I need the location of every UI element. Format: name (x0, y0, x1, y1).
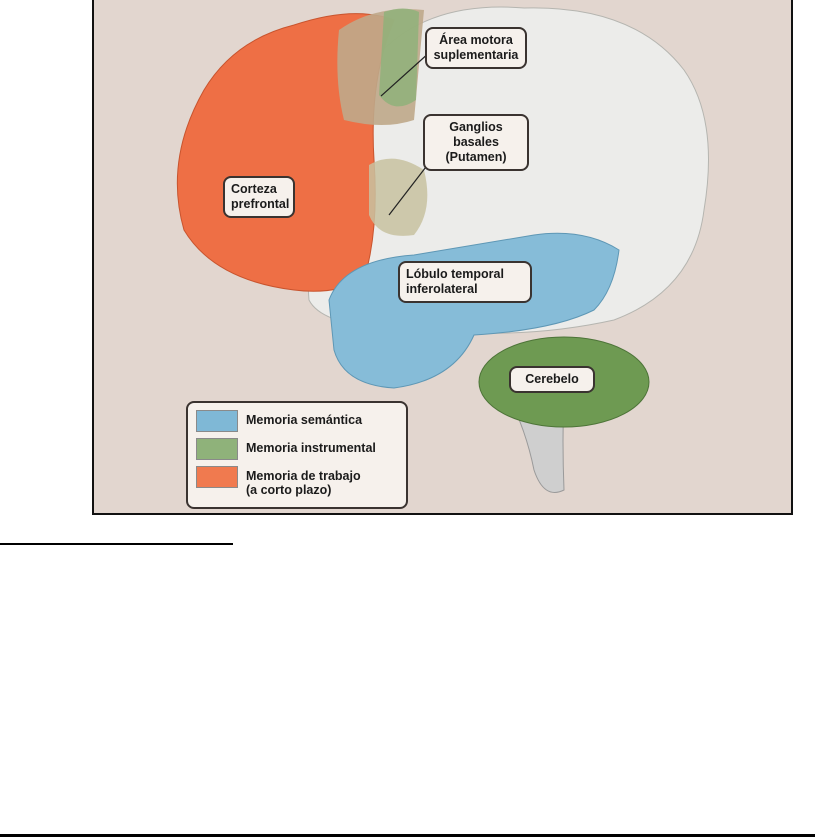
label-basal-ganglia: Ganglios basales (Putamen) (423, 114, 529, 171)
legend-swatch-orange (196, 466, 238, 488)
brain-memory-figure: Área motora suplementaria Ganglios basal… (92, 0, 793, 515)
legend-label-line: (a corto plazo) (246, 483, 332, 497)
label-line: (Putamen) (445, 150, 507, 164)
label-line: Área motora (439, 33, 513, 47)
legend-swatch-green (196, 438, 238, 460)
page-bottom-rule (0, 834, 815, 837)
label-temporal-lobe: Lóbulo temporal inferolateral (398, 261, 532, 303)
legend-item-semantic: Memoria semántica (196, 410, 362, 432)
supplementary-motor-green (379, 8, 419, 107)
pointer-line-motor (380, 51, 431, 97)
legend-label-line: Memoria de trabajo (246, 469, 361, 483)
legend-swatch-blue (196, 410, 238, 432)
label-cerebellum: Cerebelo (509, 366, 595, 393)
label-line: suplementaria (433, 48, 519, 62)
label-supplementary-motor-area: Área motora suplementaria (425, 27, 527, 69)
basal-ganglia-region (369, 158, 428, 236)
label-line: Cerebelo (525, 372, 579, 386)
footnote-separator (0, 543, 233, 545)
legend-item-instrumental: Memoria instrumental (196, 438, 376, 460)
label-line: Ganglios basales (449, 120, 503, 149)
label-line: inferolateral (406, 282, 478, 296)
legend-label: Memoria semántica (246, 413, 363, 427)
label-prefrontal-cortex: Corteza prefrontal (223, 176, 295, 218)
legend-label: Memoria instrumental (246, 441, 376, 455)
legend-label: Memoria de trabajo (a corto plazo) (246, 466, 361, 497)
label-line: Lóbulo temporal (406, 267, 504, 281)
legend: Memoria semántica Memoria instrumental M… (186, 401, 408, 509)
label-line: Corteza (231, 182, 277, 196)
label-line: prefrontal (231, 197, 290, 211)
legend-item-working: Memoria de trabajo (a corto plazo) (196, 466, 361, 497)
